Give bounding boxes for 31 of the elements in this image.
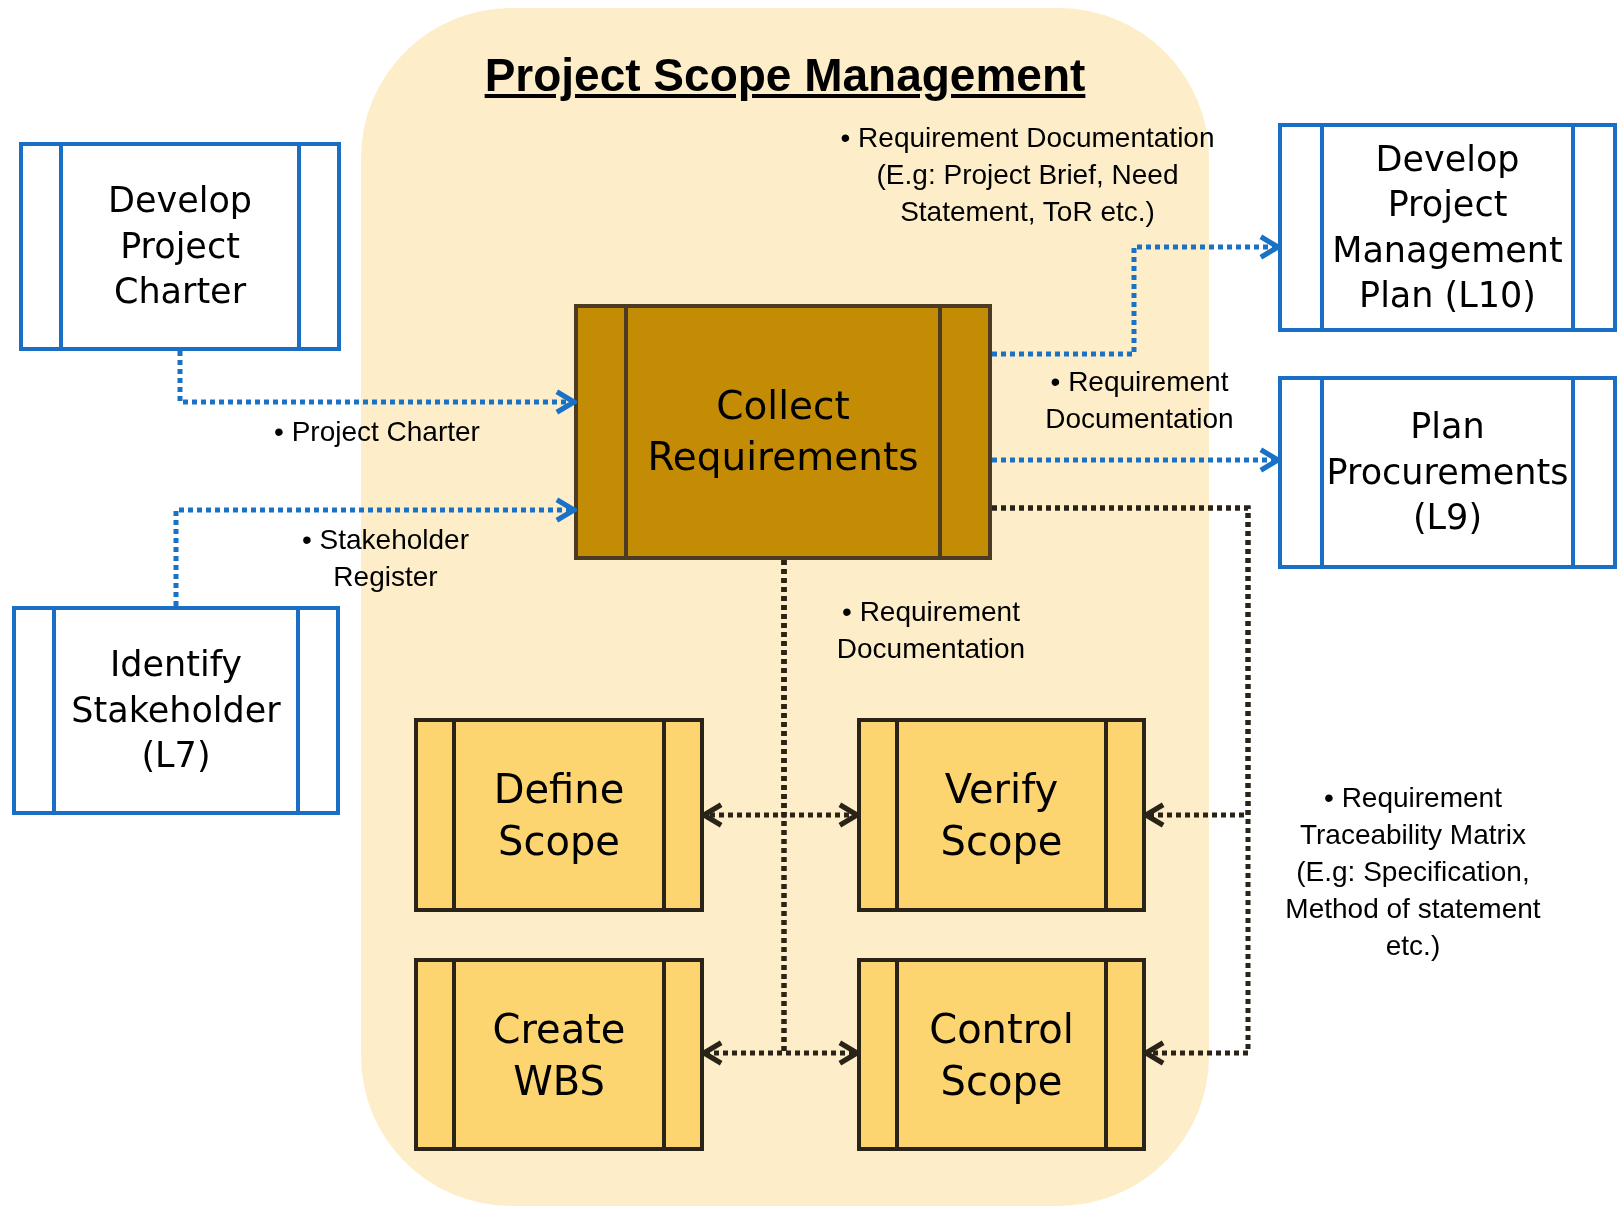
edge-label: • Stakeholder Register: [301, 523, 470, 594]
process-box: [414, 718, 704, 912]
process-label: Plan Procurements (L9): [1325, 405, 1570, 540]
edge-label: • Project Charter: [273, 415, 481, 449]
edge-label: • Requirement Documentation: [835, 595, 1027, 666]
process-label: Identify Stakeholder (L7): [70, 643, 282, 778]
process-label: Create WBS: [491, 1004, 627, 1106]
process-box: [857, 958, 1146, 1151]
dotted-arrow: [992, 234, 1281, 357]
process-box: [574, 304, 992, 560]
process-label: Collect Requirements: [646, 382, 920, 481]
process-label: Define Scope: [492, 765, 626, 866]
panel-title: Project Scope Management: [484, 49, 1086, 101]
edge-label: • Requirement Documentation: [1044, 365, 1235, 436]
process-box: [12, 606, 340, 815]
dotted-arrow: [781, 560, 860, 1066]
process-label: Develop Project Management Plan (L10): [1331, 137, 1564, 317]
process-box: [19, 142, 341, 351]
process-box: [857, 718, 1146, 912]
process-box: [1278, 376, 1617, 569]
process-label: Control Scope: [928, 1004, 1075, 1106]
process-label: Verify Scope: [939, 765, 1064, 866]
process-label: Develop Project Charter: [106, 179, 254, 314]
dotted-arrow: [992, 447, 1281, 473]
process-box: [414, 958, 704, 1151]
dotted-arrow: [173, 497, 577, 606]
edge-label: • Requirement Traceability Matrix (E.g: Specification, Method of statement etc.): [1284, 781, 1542, 963]
dotted-arrow: [177, 351, 577, 415]
dotted-arrow: [992, 505, 1251, 1066]
edge-label: • Requirement Documentation (E.g: Project Brief, Need Statement, ToR etc.): [839, 121, 1216, 229]
process-box: [1278, 123, 1617, 332]
